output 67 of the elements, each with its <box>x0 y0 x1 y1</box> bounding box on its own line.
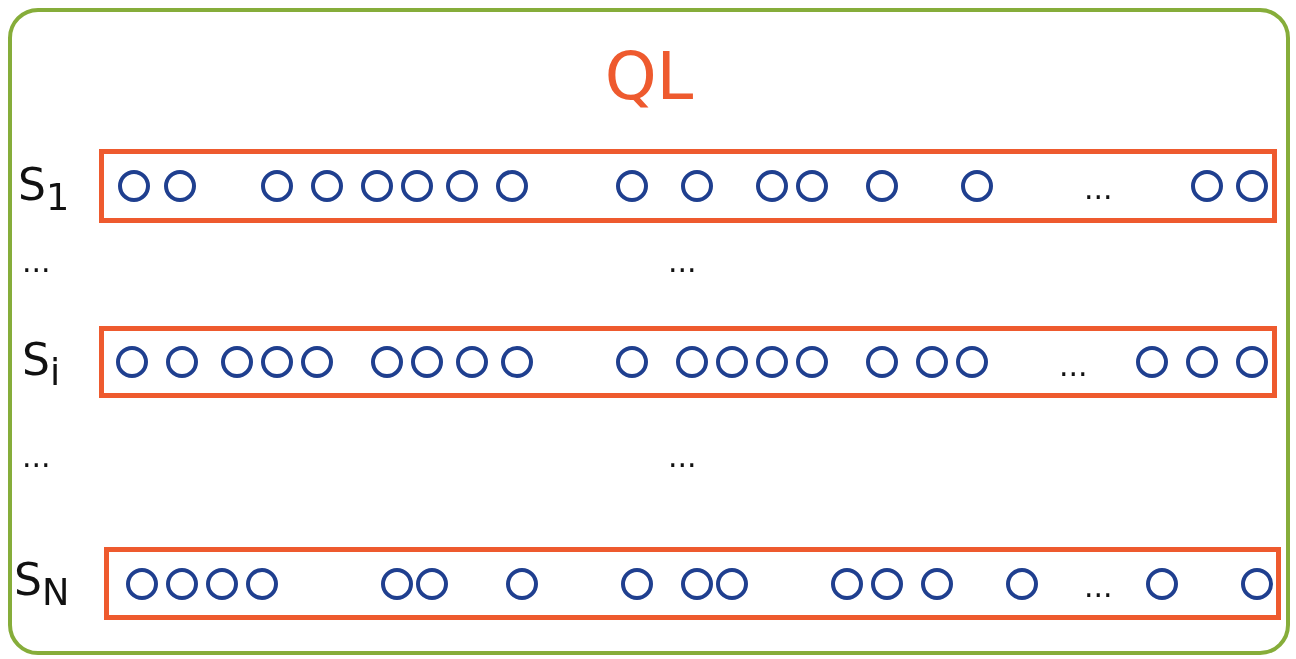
circle-marker <box>116 346 148 378</box>
circle-marker <box>956 346 988 378</box>
circle-marker <box>261 346 293 378</box>
row-box <box>99 326 1277 398</box>
circle-marker <box>456 346 488 378</box>
ellipsis-text: ... <box>1084 172 1113 206</box>
row-box <box>99 149 1277 223</box>
circle-marker <box>221 346 253 378</box>
row-label: S$_{i}$ <box>22 335 61 396</box>
circle-marker <box>416 567 448 600</box>
ellipsis-text: ... <box>668 245 697 279</box>
circle-marker <box>261 170 293 202</box>
circle-marker <box>411 346 443 378</box>
circle-marker <box>1006 567 1038 600</box>
circle-marker <box>246 567 278 600</box>
circle-marker <box>401 170 433 202</box>
ellipsis-text: ... <box>1084 570 1113 604</box>
circle-marker <box>206 567 238 600</box>
ellipsis-text: ... <box>22 245 51 279</box>
circle-marker <box>716 567 748 600</box>
ellipsis-text: ... <box>22 440 51 474</box>
circle-marker <box>866 346 898 378</box>
circle-marker <box>381 567 413 600</box>
circle-marker <box>1136 346 1168 378</box>
circle-marker <box>676 346 708 378</box>
circle-marker <box>301 346 333 378</box>
ellipsis-text: ... <box>668 440 697 474</box>
circle-marker <box>616 346 648 378</box>
circle-marker <box>756 170 788 202</box>
rounded-frame <box>8 8 1290 655</box>
circle-marker <box>446 170 478 202</box>
circle-marker <box>916 346 948 378</box>
circle-marker <box>1241 567 1273 600</box>
circle-marker <box>716 346 748 378</box>
circle-marker <box>796 170 828 202</box>
frame-title: QL <box>603 42 695 112</box>
circle-marker <box>1146 567 1178 600</box>
circle-marker <box>961 170 993 202</box>
circle-marker <box>681 170 713 202</box>
circle-marker <box>166 346 198 378</box>
row-box <box>104 547 1281 620</box>
circle-marker <box>1186 346 1218 378</box>
circle-marker <box>118 170 150 202</box>
row-label: S$_{1}$ <box>18 160 70 221</box>
circle-marker <box>1236 170 1268 202</box>
circle-marker <box>164 170 196 202</box>
circle-marker <box>756 346 788 378</box>
circle-marker <box>796 346 828 378</box>
circle-marker <box>166 567 198 600</box>
circle-marker <box>361 170 393 202</box>
circle-marker <box>496 170 528 202</box>
circle-marker <box>1191 170 1223 202</box>
circle-marker <box>506 567 538 600</box>
circle-marker <box>501 346 533 378</box>
circle-marker <box>1236 346 1268 378</box>
circle-marker <box>871 567 903 600</box>
circle-marker <box>126 567 158 600</box>
row-label: S$_{N}$ <box>14 555 70 616</box>
circle-marker <box>616 170 648 202</box>
circle-marker <box>371 346 403 378</box>
ellipsis-text: ... <box>1059 349 1088 383</box>
circle-marker <box>921 567 953 600</box>
circle-marker <box>681 567 713 600</box>
circle-marker <box>866 170 898 202</box>
circle-marker <box>621 567 653 600</box>
circle-marker <box>831 567 863 600</box>
circle-marker <box>311 170 343 202</box>
